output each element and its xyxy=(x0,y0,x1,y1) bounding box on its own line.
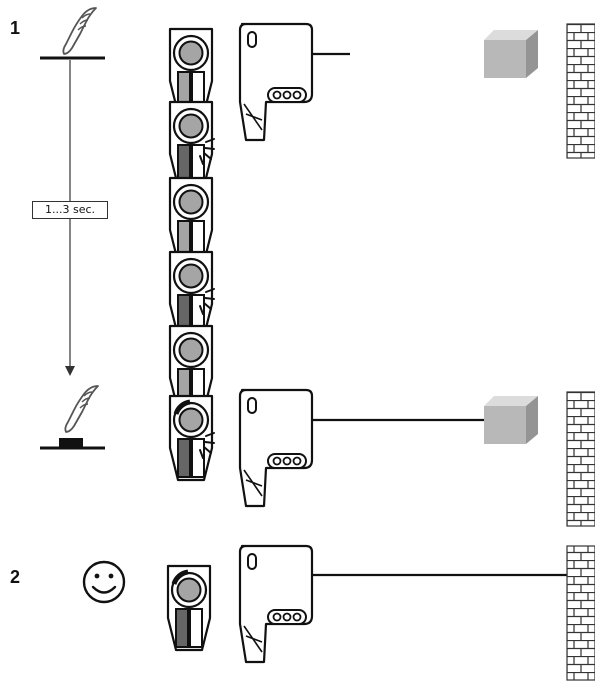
sensor-body-icon xyxy=(238,544,314,664)
sensor-status-icon xyxy=(168,394,215,482)
cube-object xyxy=(484,396,538,444)
sensor-status-icon xyxy=(168,176,214,264)
brick-wall xyxy=(566,545,595,681)
sensor-body-icon xyxy=(238,22,314,142)
brick-wall xyxy=(566,23,595,159)
finger-release-icon xyxy=(64,385,99,433)
cube-object xyxy=(484,30,538,78)
duration-label: 1...3 sec. xyxy=(32,201,108,219)
step-1-number: 1 xyxy=(10,18,21,38)
sensor-status-icon xyxy=(168,27,214,115)
sensor-status-icon xyxy=(166,564,212,652)
sensor-status-icon xyxy=(168,250,215,338)
sensor-body-icon xyxy=(238,388,314,508)
sensor-status-icon xyxy=(168,100,215,188)
brick-wall xyxy=(566,391,595,527)
step-2-number: 2 xyxy=(10,567,21,587)
pressed-button-icon xyxy=(40,438,105,450)
finger-press-icon xyxy=(62,7,97,55)
smiley-icon xyxy=(82,560,126,604)
